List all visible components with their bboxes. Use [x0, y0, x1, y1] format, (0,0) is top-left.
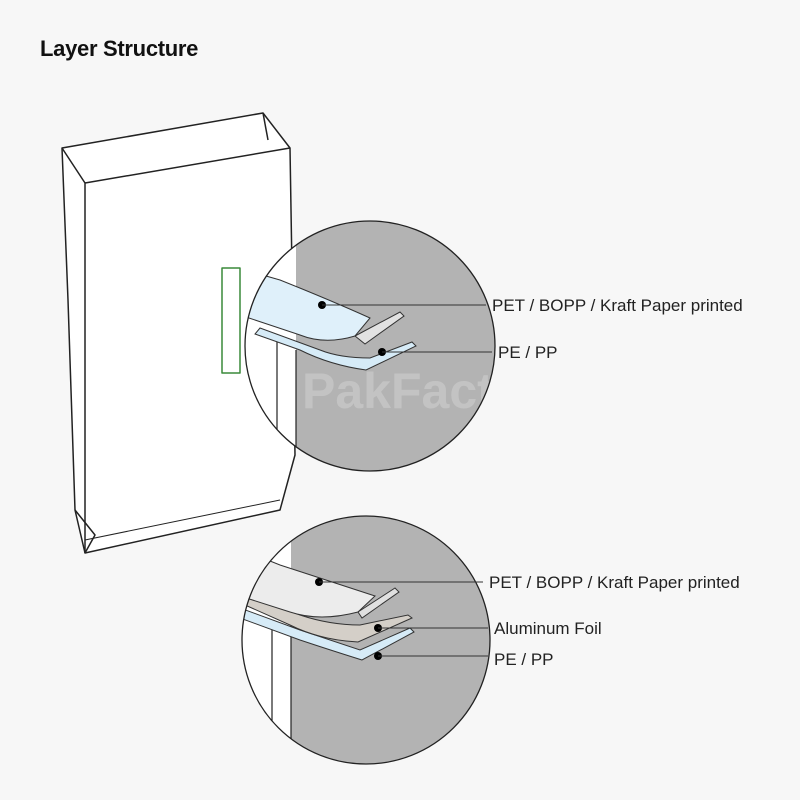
callout-top-pet: PET / BOPP / Kraft Paper printed: [318, 296, 743, 315]
callout-top-pe: PE / PP: [378, 343, 558, 362]
label-pet-bopp-kraft: PET / BOPP / Kraft Paper printed: [492, 296, 743, 315]
callout-bottom-foil: Aluminum Foil: [374, 619, 602, 638]
detail-circle-bottom: [241, 515, 491, 765]
callout-bottom-pe: PE / PP: [374, 650, 554, 669]
label-aluminum-foil: Aluminum Foil: [494, 619, 602, 638]
label-pe-pp: PE / PP: [494, 650, 554, 669]
label-pe-pp: PE / PP: [498, 343, 558, 362]
page-title: Layer Structure: [40, 36, 199, 61]
bag-illustration: [61, 112, 296, 554]
callout-bottom-pet: PET / BOPP / Kraft Paper printed: [315, 573, 740, 592]
detail-circle-top: PakFactory: [244, 220, 572, 472]
label-pet-bopp-kraft: PET / BOPP / Kraft Paper printed: [489, 573, 740, 592]
watermark: PakFactory: [302, 363, 572, 419]
